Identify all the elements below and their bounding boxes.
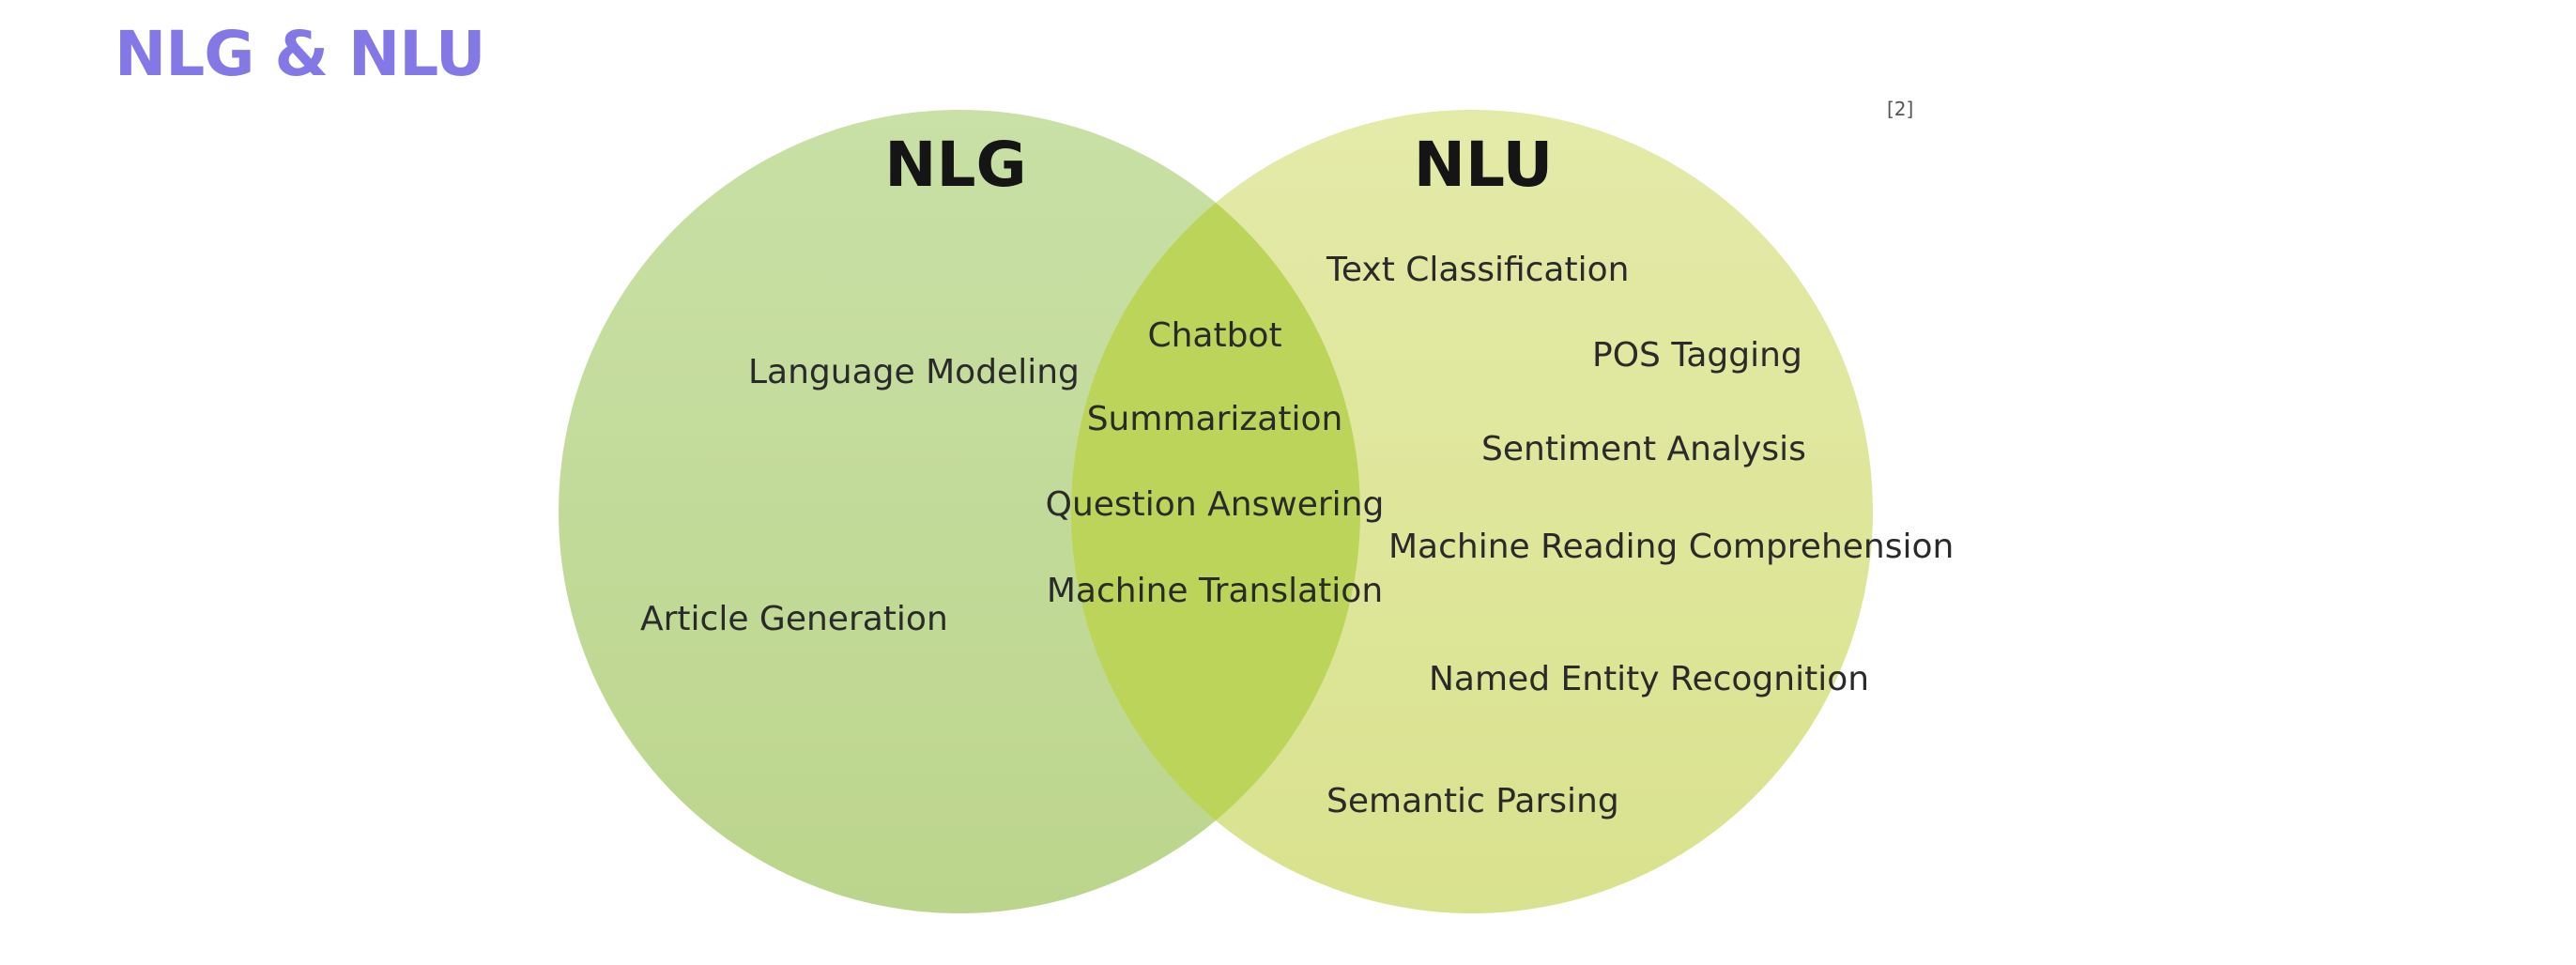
citation-reference: [2] — [1887, 98, 1914, 120]
nlu-title: NLU — [1414, 129, 1554, 201]
item-question-answering: Question Answering — [1046, 485, 1385, 524]
item-pos-tagging: POS Tagging — [1592, 336, 1802, 375]
nlg-title: NLG — [884, 129, 1026, 201]
item-text-classification: Text Classification — [1326, 251, 1629, 289]
item-chatbot: Chatbot — [1147, 316, 1281, 355]
item-summarization: Summarization — [1087, 400, 1343, 438]
item-language-modeling: Language Modeling — [748, 353, 1080, 391]
item-semantic-parsing: Semantic Parsing — [1326, 782, 1619, 820]
item-article-generation: Article Generation — [640, 600, 948, 638]
overlap-region — [1071, 110, 1360, 913]
item-sentiment-analysis: Sentiment Analysis — [1481, 430, 1806, 468]
item-machine-translation: Machine Translation — [1047, 572, 1383, 610]
item-machine-reading-comprehension: Machine Reading Comprehension — [1388, 528, 1954, 566]
slide-title: NLG & NLU — [115, 18, 486, 90]
item-named-entity-recognition: Named Entity Recognition — [1429, 660, 1869, 698]
